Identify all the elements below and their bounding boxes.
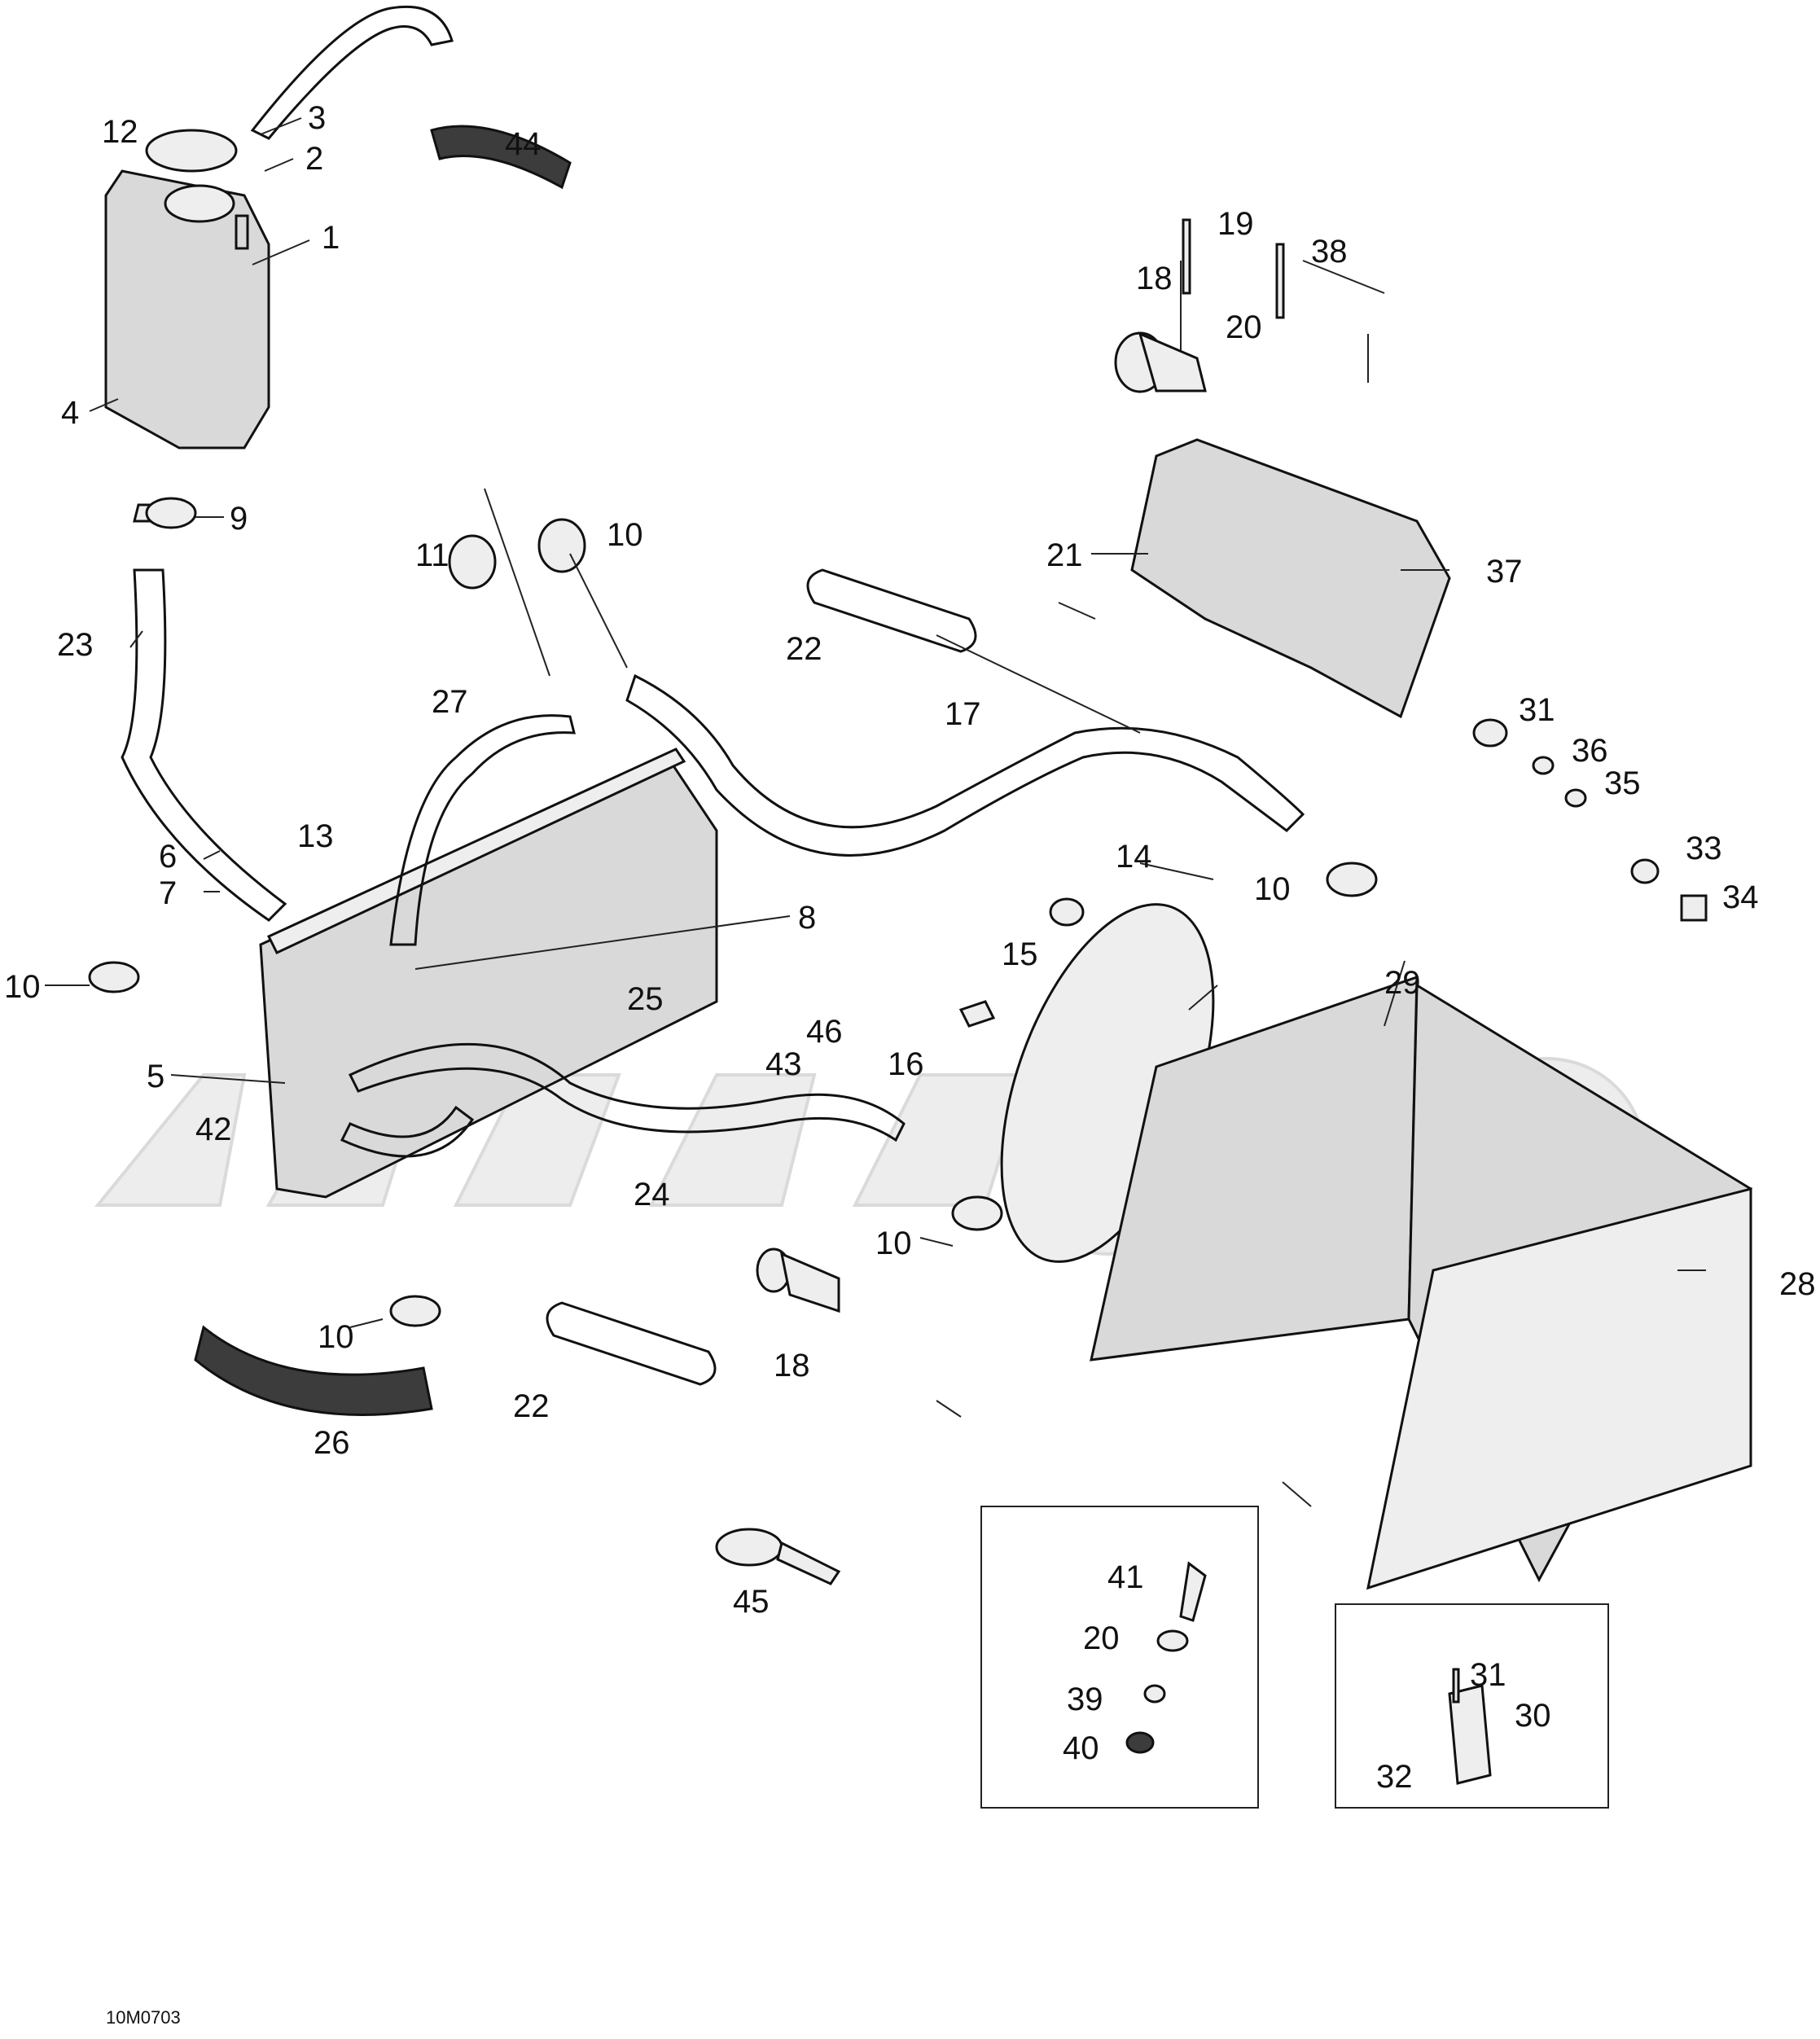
- callout-34: 34: [1722, 879, 1759, 915]
- detail-box-fasteners: [980, 1506, 1259, 1809]
- callout-16: 16: [888, 1046, 924, 1082]
- diagram-code: 10M0703: [106, 2007, 181, 2028]
- mounting-hardware: [1472, 718, 1708, 922]
- callout-12: 12: [102, 114, 138, 150]
- callout-4: 4: [61, 395, 79, 431]
- callout-27: 27: [432, 684, 468, 720]
- callout-28: 28: [1779, 1266, 1816, 1302]
- cable-tie-45: [715, 1528, 841, 1585]
- clip-18-lower: [756, 1248, 840, 1313]
- callout-42: 42: [195, 1112, 232, 1147]
- callout-10c: 10: [1254, 871, 1291, 907]
- callout-6: 6: [159, 839, 177, 875]
- callout-13: 13: [297, 818, 334, 854]
- callout-18b: 18: [774, 1348, 810, 1383]
- callout-7: 7: [159, 875, 177, 911]
- callout-21: 21: [1046, 537, 1083, 573]
- corrugated-sleeve-26: [194, 1325, 433, 1416]
- detail-fasteners-parts: [1125, 1561, 1207, 1754]
- callout-22a: 22: [786, 631, 822, 667]
- callout-18a: 18: [1136, 261, 1173, 296]
- callout-29: 29: [1384, 965, 1421, 1001]
- callout-46: 46: [806, 1014, 843, 1050]
- callout-20a: 20: [1226, 309, 1262, 345]
- callout-44: 44: [505, 126, 542, 162]
- callout-14: 14: [1116, 839, 1152, 875]
- callout-10a: 10: [4, 969, 41, 1005]
- callout-31b: 31: [1470, 1657, 1506, 1693]
- callout-10e: 10: [318, 1319, 354, 1355]
- callout-17: 17: [945, 696, 981, 732]
- callout-32: 32: [1376, 1759, 1413, 1795]
- callout-9: 9: [230, 501, 248, 537]
- callout-30: 30: [1515, 1698, 1551, 1734]
- straight-hose-22-lower: [546, 1301, 717, 1386]
- callout-8: 8: [798, 900, 816, 936]
- callout-15: 15: [1002, 936, 1038, 972]
- callout-39: 39: [1067, 1682, 1103, 1717]
- callout-40: 40: [1063, 1730, 1099, 1766]
- callout-5: 5: [147, 1059, 164, 1094]
- callout-33: 33: [1686, 831, 1722, 866]
- callout-37: 37: [1486, 554, 1523, 590]
- detail-bracket-parts: [1448, 1668, 1492, 1785]
- callout-31a: 31: [1519, 692, 1555, 728]
- callout-labels: 1 2 3 4 5 6 7 8 9 10 10 10 10 10 11 12 1…: [4, 100, 1816, 1795]
- upper-hose-17: [625, 673, 1305, 857]
- callout-35: 35: [1604, 765, 1641, 801]
- callout-41: 41: [1107, 1559, 1144, 1595]
- callout-20b: 20: [1083, 1620, 1120, 1656]
- upper-right-bracket: [1114, 218, 1451, 719]
- callout-23: 23: [57, 627, 94, 663]
- callout-11: 11: [415, 537, 450, 573]
- detail-box-bracket: [1335, 1603, 1609, 1809]
- callout-3: 3: [308, 100, 326, 136]
- coolant-reservoir-assembly: [104, 5, 572, 922]
- callout-45: 45: [733, 1584, 770, 1620]
- callout-43: 43: [765, 1046, 802, 1082]
- callout-1: 1: [322, 220, 340, 256]
- callout-2: 2: [305, 141, 323, 177]
- callout-22b: 22: [513, 1388, 550, 1424]
- callout-38: 38: [1311, 234, 1348, 270]
- callout-10d: 10: [875, 1226, 912, 1261]
- hose-clamps: [88, 497, 1378, 1327]
- straight-hose-22-upper: [806, 568, 977, 653]
- callout-24: 24: [634, 1177, 670, 1212]
- leader-lines: [45, 117, 1706, 1507]
- callout-26: 26: [314, 1425, 350, 1461]
- callout-36: 36: [1572, 733, 1608, 769]
- fan-and-radiator: [958, 897, 1752, 1590]
- callout-25: 25: [627, 981, 664, 1017]
- left-heat-exchanger: [259, 714, 906, 1199]
- callout-10b: 10: [607, 517, 643, 553]
- callout-19: 19: [1217, 206, 1254, 242]
